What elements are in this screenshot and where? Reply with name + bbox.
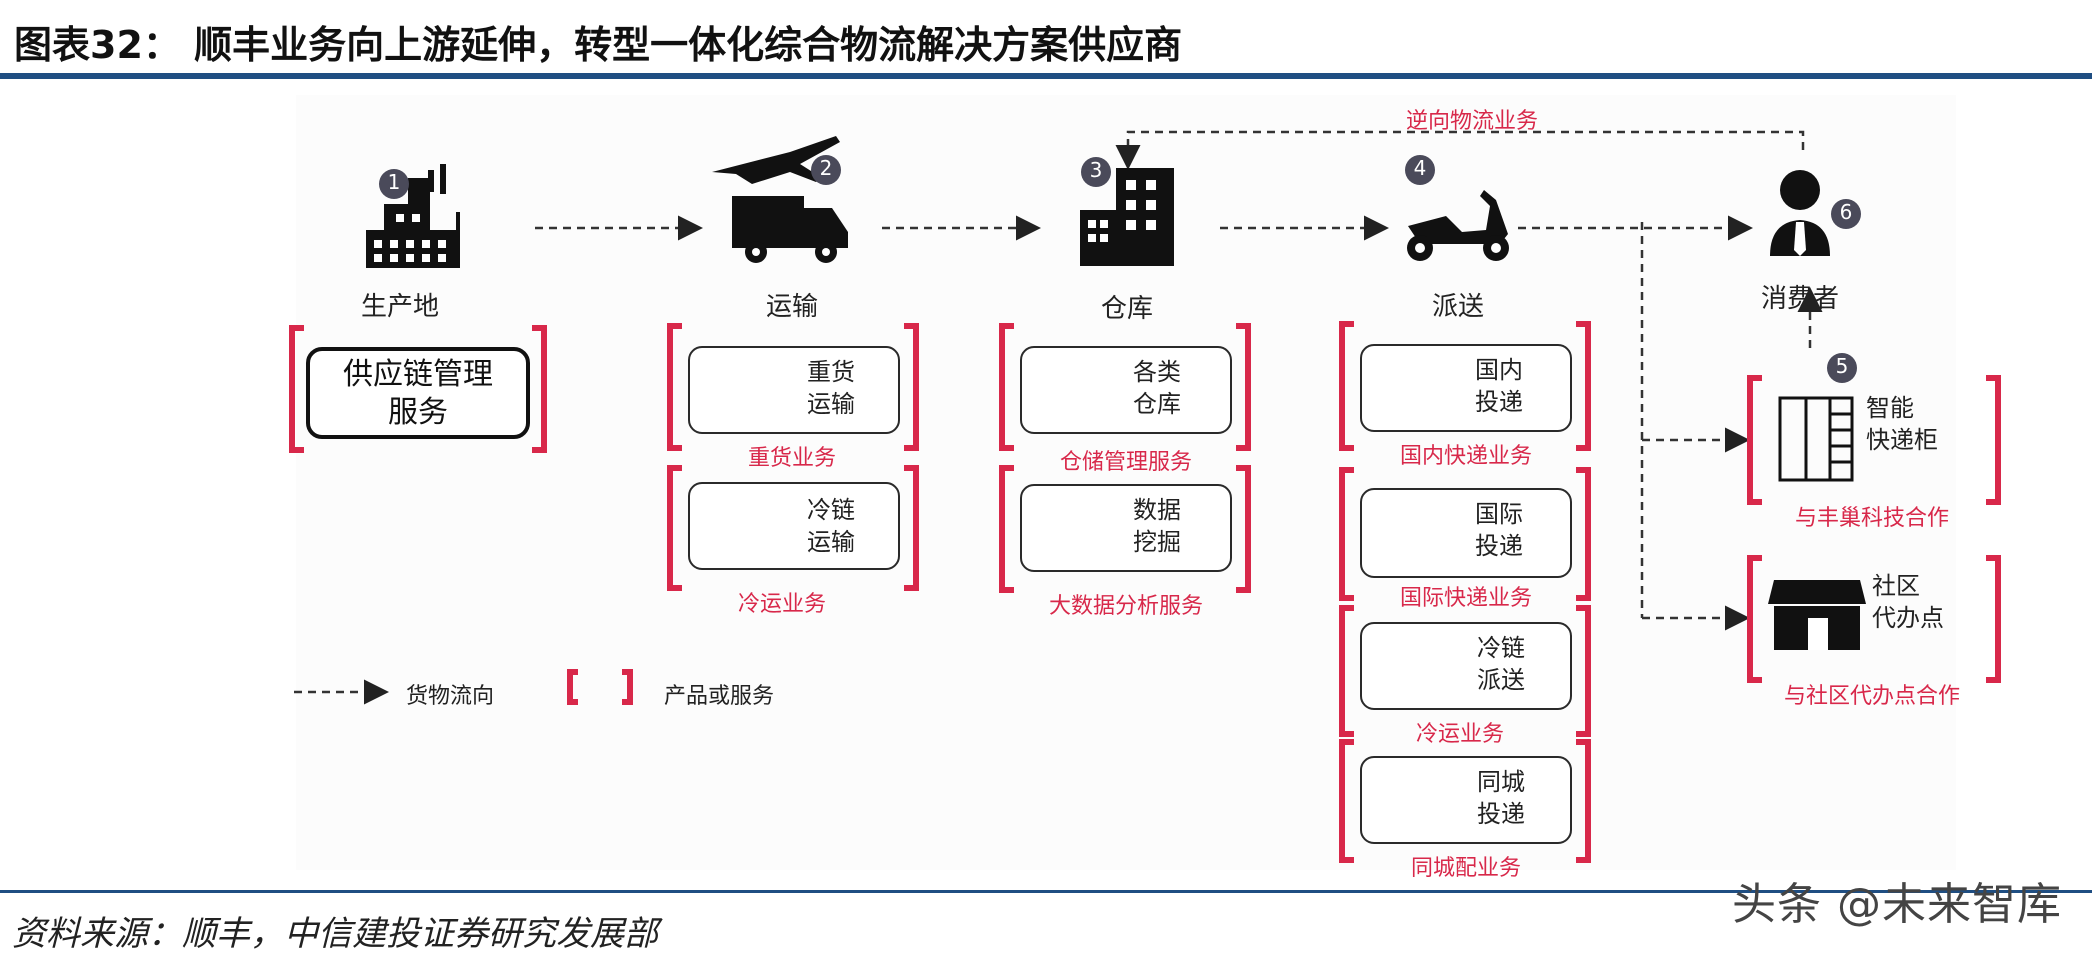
caption-hive-box: 与丰巢科技合作 bbox=[1794, 506, 1950, 531]
card-international-delivery bbox=[1360, 488, 1572, 578]
card-data-mining bbox=[1020, 484, 1232, 572]
caption-warehouse-management: 仓储管理服务 bbox=[1059, 450, 1193, 475]
stage-label-warehouse: 仓库 bbox=[1100, 294, 1154, 324]
card-international-delivery-text: 国际投递 bbox=[1475, 500, 1523, 560]
supply-chain-line1: 供应链管理 bbox=[343, 357, 493, 392]
card-same-city-delivery bbox=[1360, 756, 1572, 844]
red-brackets bbox=[289, 321, 2001, 863]
card-heavy-freight-text: 重货运输 bbox=[807, 358, 855, 418]
card-data-mining-text: 数据挖掘 bbox=[1133, 496, 1181, 556]
locker-icon bbox=[1778, 396, 1854, 482]
stage-label-delivery: 派送 bbox=[1431, 292, 1485, 322]
legend-product-label: 产品或服务 bbox=[664, 684, 775, 709]
stage-number: 1 bbox=[387, 170, 401, 194]
stage-label-transport: 运输 bbox=[765, 292, 819, 322]
caption-cold-chain: 冷运业务 bbox=[1415, 722, 1505, 747]
consumer-icon bbox=[1770, 170, 1830, 256]
smart-locker-text: 智能快递柜 bbox=[1866, 394, 1938, 454]
caption-domestic-express: 国内快递业务 bbox=[1399, 444, 1533, 469]
caption-cold-transport: 冷运业务 bbox=[737, 592, 827, 617]
source-note: 资料来源：顺丰，中信建投证券研究发展部 bbox=[12, 914, 658, 954]
plane-truck-icon bbox=[712, 136, 848, 263]
flow-arrows bbox=[294, 130, 1823, 705]
reverse-flow-label: 逆向物流业务 bbox=[1405, 109, 1539, 134]
caption-community-point: 与社区代办点合作 bbox=[1783, 684, 1961, 709]
caption-heavy-freight: 重货业务 bbox=[747, 446, 837, 471]
stage-number: 5 bbox=[1835, 354, 1849, 378]
watermark: 头条 @未来智库 bbox=[1732, 879, 2062, 930]
card-warehouses-text: 各类仓库 bbox=[1133, 358, 1181, 418]
caption-international-express: 国际快递业务 bbox=[1399, 586, 1533, 611]
stage-number: 4 bbox=[1413, 156, 1427, 180]
factory-icon bbox=[366, 164, 460, 268]
card-domestic-delivery-text: 国内投递 bbox=[1475, 356, 1523, 416]
page-title: 图表32： 顺丰业务向上游延伸，转型一体化综合物流解决方案供应商 bbox=[14, 23, 1183, 67]
supply-chain-service-box: 供应链管理 服务 bbox=[306, 347, 530, 439]
supply-chain-line2: 服务 bbox=[388, 395, 448, 430]
stage-number: 6 bbox=[1839, 200, 1853, 224]
legend-flow-label: 货物流向 bbox=[406, 684, 495, 709]
card-domestic-delivery bbox=[1360, 344, 1572, 432]
caption-big-data: 大数据分析服务 bbox=[1048, 594, 1204, 619]
card-same-city-delivery-text: 同城投递 bbox=[1477, 768, 1525, 828]
warehouse-building-icon bbox=[1080, 168, 1174, 266]
card-cold-delivery bbox=[1360, 622, 1572, 710]
storefront-icon bbox=[1768, 580, 1866, 650]
community-point-text: 社区代办点 bbox=[1872, 572, 1944, 632]
footer-divider bbox=[0, 890, 2092, 893]
scooter-icon bbox=[1407, 190, 1509, 261]
card-cold-delivery-text: 冷链派送 bbox=[1477, 634, 1525, 694]
stage-label-origin: 生产地 bbox=[360, 292, 440, 322]
stage-label-consumer: 消费者 bbox=[1760, 284, 1840, 314]
number-badges bbox=[379, 155, 1861, 383]
reverse-flow-arrow bbox=[1115, 130, 1805, 170]
card-cold-transport-text: 冷链运输 bbox=[807, 496, 855, 556]
card-warehouses bbox=[1020, 346, 1232, 434]
caption-same-city: 同城配业务 bbox=[1410, 856, 1522, 881]
stage-number: 2 bbox=[819, 156, 833, 180]
stage-number: 3 bbox=[1089, 158, 1103, 182]
card-cold-transport bbox=[688, 482, 900, 570]
card-heavy-freight bbox=[688, 346, 900, 434]
title-divider bbox=[0, 73, 2092, 79]
